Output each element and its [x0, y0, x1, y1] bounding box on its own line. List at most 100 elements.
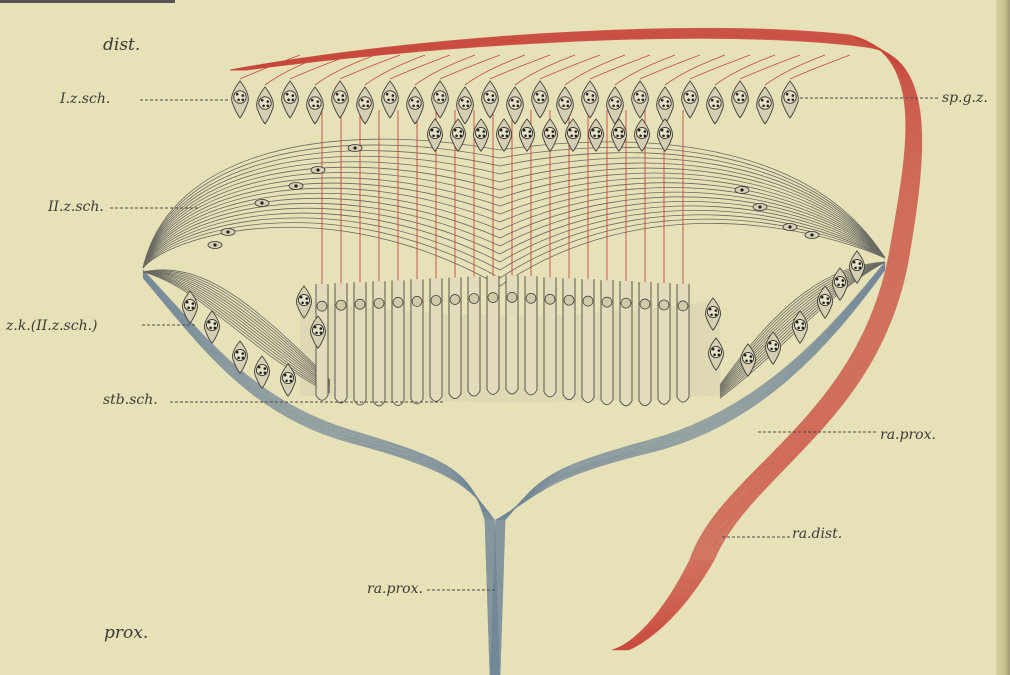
plate-top-border: [0, 0, 175, 3]
nucleus-granule: [467, 105, 470, 108]
nucleus-granule: [237, 99, 240, 102]
nucleus-granule: [737, 99, 740, 102]
rod-nucleus: [659, 300, 669, 310]
nucleus-granule: [767, 100, 770, 103]
nucleus-granule: [290, 380, 293, 383]
label-ramus-proximal-center: ra.prox.: [367, 582, 423, 596]
cell-nucleus: [759, 97, 771, 109]
cell-nucleus: [409, 97, 421, 109]
nucleus-granule: [827, 297, 830, 300]
nucleus-granule: [315, 332, 318, 335]
nucleus-granule: [567, 100, 570, 103]
nucleus-granule: [461, 99, 464, 102]
rod-nucleus: [545, 294, 555, 304]
rod-nucleus: [621, 298, 631, 308]
nucleus-granule: [284, 374, 287, 377]
arc-small-nucleus: [316, 168, 319, 171]
cell-nucleus: [609, 97, 621, 109]
nucleus-granule: [267, 105, 270, 108]
nucleus-granule: [592, 94, 595, 97]
nucleus-granule: [337, 99, 340, 102]
nucleus-granule: [362, 105, 365, 108]
nucleus-granule: [715, 314, 718, 317]
nucleus-granule: [492, 99, 495, 102]
cell-nucleus: [484, 91, 496, 103]
rod-nucleus: [393, 297, 403, 307]
nucleus-granule: [492, 94, 495, 97]
nucleus-granule: [692, 99, 695, 102]
nucleus-granule: [311, 99, 314, 102]
nucleus-granule: [717, 100, 720, 103]
nucleus-granule: [367, 100, 370, 103]
nucleus-granule: [320, 332, 323, 335]
nucleus-granule: [853, 261, 856, 264]
nucleus-granule: [437, 99, 440, 102]
nucleus-granule: [592, 129, 595, 132]
nucleus-granule: [361, 99, 364, 102]
nucleus-granule: [745, 360, 748, 363]
cell-red-fiber: [690, 55, 750, 79]
label-second-cell-layer: II.z.sch.: [48, 200, 104, 214]
cell-nucleus: [359, 97, 371, 109]
rod-nucleus: [355, 299, 365, 309]
nucleus-granule: [667, 130, 670, 133]
nucleus-granule: [552, 135, 555, 138]
cell-red-fiber: [615, 55, 675, 85]
nucleus-granule: [616, 135, 619, 138]
cell-nucleus: [767, 340, 778, 351]
nucleus-granule: [762, 105, 765, 108]
cell-nucleus: [710, 346, 721, 357]
cell-nucleus: [429, 127, 440, 138]
nucleus-granule: [742, 99, 745, 102]
nucleus-granule: [796, 321, 799, 324]
nucleus-granule: [736, 93, 739, 96]
cell-nucleus: [613, 127, 624, 138]
nucleus-granule: [312, 105, 315, 108]
nucleus-granule: [486, 93, 489, 96]
nucleus-granule: [750, 360, 753, 363]
cell-red-fiber: [390, 55, 450, 79]
nucleus-granule: [692, 94, 695, 97]
nucleus-granule: [854, 267, 857, 270]
cell-red-fiber: [465, 55, 525, 85]
nucleus-granule: [637, 99, 640, 102]
cell-red-fiber: [790, 55, 850, 79]
nucleus-granule: [642, 94, 645, 97]
nucleus-granule: [598, 130, 601, 133]
nucleus-granule: [821, 296, 824, 299]
rod-nucleus: [678, 301, 688, 311]
nucleus-granule: [662, 135, 665, 138]
nucleus-granule: [552, 130, 555, 133]
cell-red-fiber: [365, 55, 425, 85]
cell-red-fiber: [590, 55, 650, 79]
nucleus-granule: [214, 322, 217, 325]
nucleus-granule: [750, 355, 753, 358]
label-ramus-distal: ra.dist.: [792, 527, 842, 541]
arc-small-nucleus: [294, 184, 297, 187]
cell-nucleus: [707, 306, 718, 317]
nucleus-granule: [290, 375, 293, 378]
cell-red-fiber: [740, 55, 800, 79]
nucleus-granule: [744, 354, 747, 357]
nucleus-granule: [262, 105, 265, 108]
nucleus-granule: [317, 100, 320, 103]
cell-nucleus: [659, 127, 670, 138]
nucleus-granule: [478, 135, 481, 138]
cell-nucleus: [206, 319, 217, 330]
nucleus-granule: [437, 135, 440, 138]
cell-nucleus: [709, 97, 721, 109]
nucleus-granule: [236, 93, 239, 96]
nucleus-granule: [242, 99, 245, 102]
nucleus-granule: [639, 135, 642, 138]
nucleus-granule: [802, 322, 805, 325]
nucleus-granule: [336, 93, 339, 96]
nucleus-granule: [667, 135, 670, 138]
nucleus-granule: [306, 297, 309, 300]
label-cell-cap: z.k.(II.z.sch.): [6, 319, 98, 333]
nucleus-granule: [567, 105, 570, 108]
nucleus-granule: [617, 100, 620, 103]
nucleus-granule: [392, 99, 395, 102]
nucleus-granule: [715, 309, 718, 312]
nucleus-granule: [769, 342, 772, 345]
